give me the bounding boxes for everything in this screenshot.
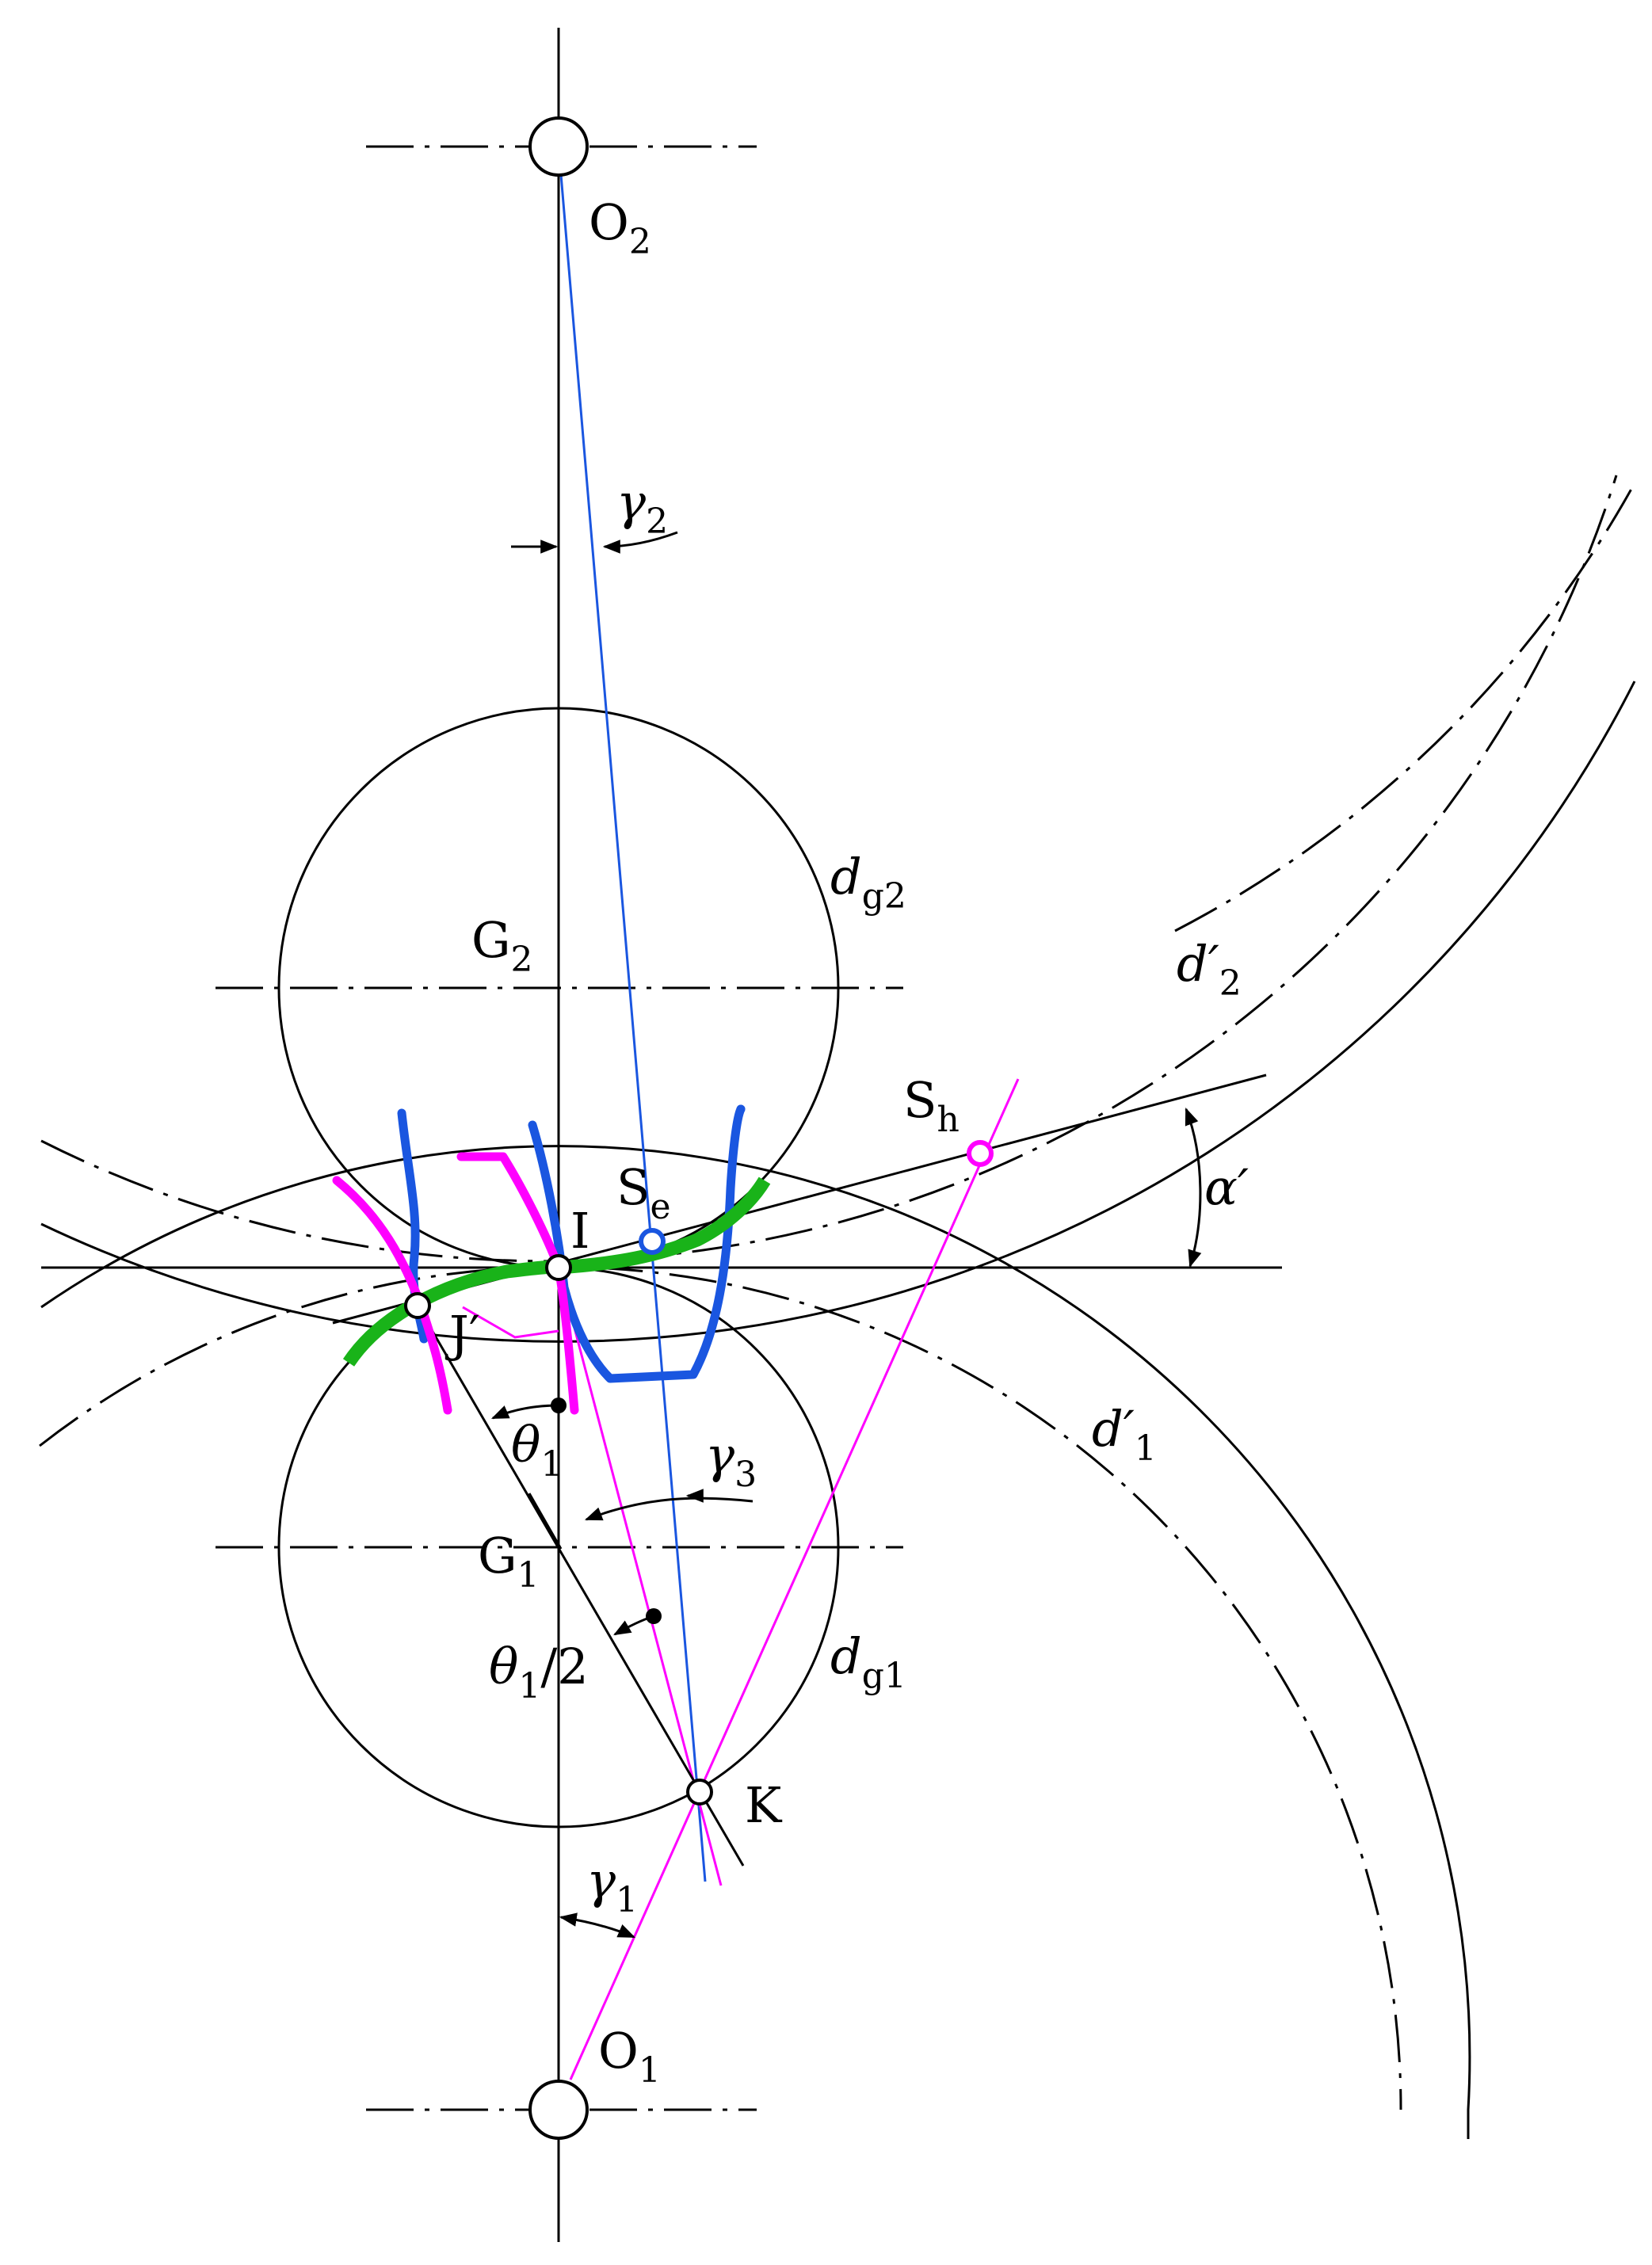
label-gamma2: γ2 <box>616 473 668 542</box>
label-j: J′ <box>444 1305 480 1363</box>
alpha-arc <box>1185 1107 1202 1268</box>
tip-circle-1 <box>40 1145 1471 2139</box>
point-o1 <box>528 2080 589 2140</box>
theta1-dot <box>551 1398 567 1413</box>
label-sh: Sh <box>903 1071 960 1140</box>
gamma3-arc <box>584 1497 754 1521</box>
label-theta1-half: θ1/2 <box>489 1638 589 1706</box>
label-o1: O1 <box>598 2022 661 2091</box>
blue-tooth-middle <box>528 1104 746 1383</box>
point-se <box>639 1228 666 1255</box>
point-k <box>686 1779 713 1806</box>
label-d2: d′2 <box>1177 935 1242 1004</box>
theta1-half-dot <box>646 1608 662 1624</box>
pitch-arc-upper <box>1174 482 1636 932</box>
blue-line-o2-k <box>557 146 707 1882</box>
label-dg1: dg1 <box>830 1627 906 1696</box>
tip-circle-2 <box>40 681 1636 1343</box>
magenta-line-o1-sh <box>569 1078 1020 2080</box>
label-i: I <box>570 1202 590 1260</box>
line-j-k <box>416 1305 745 1867</box>
label-o2: O2 <box>589 193 651 262</box>
point-i <box>545 1254 572 1281</box>
point-o2 <box>528 116 589 177</box>
label-gamma1: γ1 <box>586 1851 638 1920</box>
label-dg2: dg2 <box>830 848 906 917</box>
gamma1-arc <box>559 1912 636 1939</box>
gamma2-arc <box>602 531 678 554</box>
label-alpha: α′ <box>1204 1158 1249 1216</box>
label-gamma3: γ3 <box>705 1426 757 1495</box>
g1-tick <box>528 1493 563 1550</box>
label-theta1: θ1 <box>511 1416 563 1485</box>
pitch-circle-d1 <box>39 1265 1402 2111</box>
right-angle-marker <box>462 1306 559 1339</box>
label-k: K <box>745 1776 783 1834</box>
label-se: Se <box>616 1158 671 1227</box>
green-profile-right <box>558 1176 771 1275</box>
pitch-circle-d2 <box>40 475 1618 1263</box>
label-g1: G1 <box>478 1527 540 1596</box>
label-g2: G2 <box>471 911 533 980</box>
label-d1: d′1 <box>1092 1400 1157 1469</box>
point-j <box>404 1292 431 1319</box>
point-sh <box>967 1140 994 1167</box>
